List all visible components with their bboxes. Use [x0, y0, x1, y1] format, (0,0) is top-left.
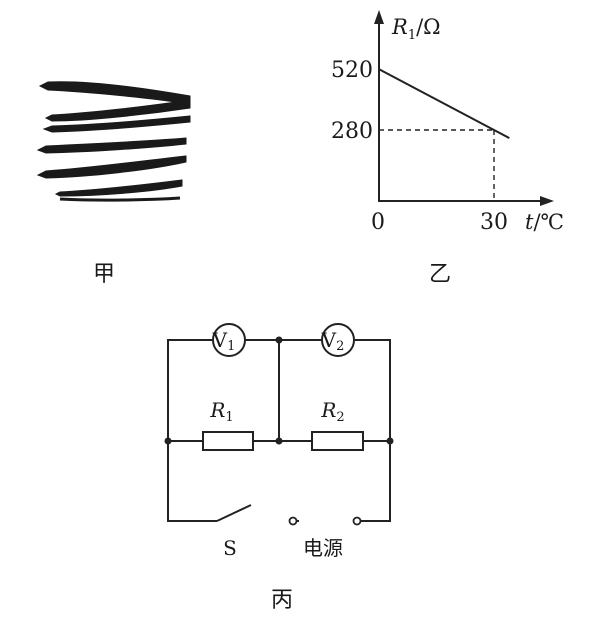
y-axis-label: R1/Ω [391, 15, 441, 43]
junction-dot [164, 437, 172, 445]
caption-yi: 乙 [429, 262, 451, 287]
y-axis [374, 10, 384, 202]
heating-element-illustration [36, 81, 191, 202]
data-series [378, 68, 510, 139]
voltmeter-v1: V1 [212, 323, 246, 357]
v2-letter: V [321, 328, 337, 352]
voltmeter-v2: V2 [321, 323, 355, 357]
x-axis-label-unit: /℃ [533, 210, 564, 234]
guide-lines [379, 129, 495, 201]
resistor-r1: R1 [202, 398, 254, 451]
svg-text:V2: V2 [321, 328, 345, 354]
r1-letter: R [209, 398, 225, 422]
y-axis-label-unit: /Ω [416, 15, 441, 39]
switch-label: S [223, 536, 237, 560]
figure-bing: V1 V2 R1 R2 S 电源 丙 [164, 323, 394, 613]
r2-sub: 2 [336, 410, 344, 425]
junction-dots [164, 336, 394, 445]
x-axis-label: t/℃ [525, 210, 564, 234]
r2-letter: R [320, 398, 336, 422]
r1-sub: 1 [225, 410, 233, 425]
resistor-r2: R2 [311, 398, 364, 451]
y-tick-label-280: 280 [331, 119, 373, 144]
v1-letter: V [212, 328, 228, 352]
y-axis-label-var: R [391, 15, 408, 39]
origin-label: 0 [371, 210, 385, 235]
figure-yi: R1/Ω t/℃ 0 520 280 30 乙 [331, 10, 564, 287]
svg-text:V1: V1 [212, 328, 236, 354]
y-axis-arrow [374, 10, 384, 24]
source-label: 电源 [303, 536, 343, 560]
x-axis-label-var: t [525, 210, 534, 234]
y-tick-label-520: 520 [331, 58, 373, 83]
power-source: 电源 [303, 516, 362, 560]
tick-labels: 520 280 30 [331, 58, 508, 235]
svg-text:R2: R2 [320, 398, 344, 425]
switch-s: S [216, 504, 299, 560]
svg-text:R1: R1 [209, 398, 233, 425]
junction-dot [275, 336, 283, 344]
x-axis [379, 196, 554, 206]
circuit-wires [167, 339, 391, 522]
caption-jia: 甲 [93, 262, 115, 287]
figure-jia: 甲 [36, 81, 191, 287]
v1-sub: 1 [227, 339, 235, 354]
v2-sub: 2 [336, 339, 344, 354]
x-tick-label-30: 30 [480, 210, 508, 235]
junction-dot [386, 437, 394, 445]
x-axis-arrow [540, 196, 554, 206]
junction-dot [275, 437, 283, 445]
y-axis-label-sub: 1 [408, 28, 416, 43]
caption-bing: 丙 [271, 588, 293, 613]
series-line-r1 [378, 68, 510, 139]
